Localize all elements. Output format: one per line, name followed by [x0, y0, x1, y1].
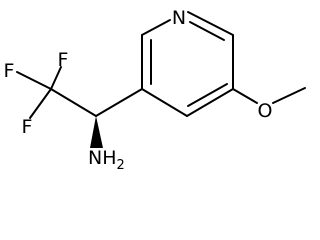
bond-n-c2 [141, 19, 171, 36]
atom-label-amine: NH2 [88, 147, 125, 173]
bond-cf3-f-top [50, 66, 62, 90]
structure-diagram: N F F F O NH2 [2, 7, 306, 173]
bond-o-ch3 [272, 87, 306, 104]
amine-subscript: 2 [117, 158, 125, 173]
side-chain [16, 66, 143, 148]
bond-c6-n [187, 11, 234, 36]
atom-label-f-top: F [58, 49, 69, 71]
bond-chiral-cf3 [50, 88, 97, 117]
bond-c4-c5-double [187, 83, 228, 107]
bond-c4-c5 [186, 88, 234, 117]
bond-cf3-f-left [16, 71, 52, 90]
atom-label-f-bottom: F [22, 116, 33, 138]
methoxy-group [232, 87, 306, 104]
bond-c5-o [232, 88, 258, 104]
bond-c3-c4 [141, 88, 188, 117]
amine-nh: NH [88, 147, 117, 169]
bond-cf3-f-bottom [29, 88, 52, 119]
stereo-wedge-bond [90, 116, 103, 148]
atom-label-f-left: F [4, 60, 15, 82]
label-masks [2, 7, 274, 170]
atom-label-n-ring: N [172, 7, 186, 29]
bond-c6-n-double [189, 21, 225, 41]
atom-label-o-methoxy: O [258, 100, 273, 122]
bond-ring-chiral [95, 88, 143, 117]
pyridine-ring [141, 11, 234, 117]
